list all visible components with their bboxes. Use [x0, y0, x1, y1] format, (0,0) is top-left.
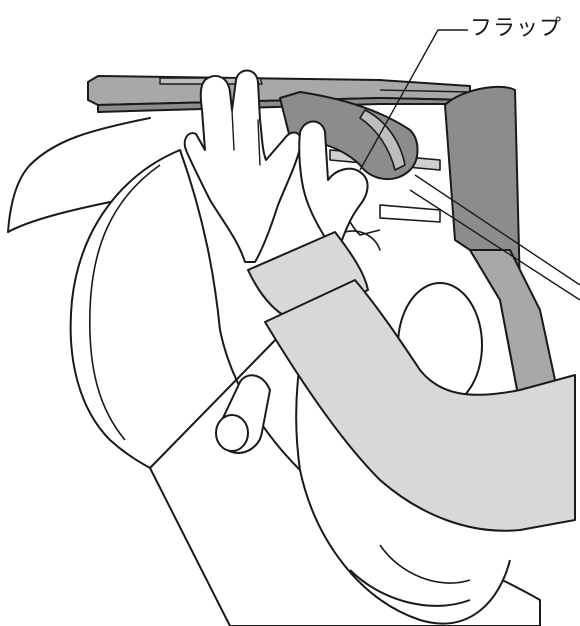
flap-callout-label: フラップ: [470, 10, 562, 42]
sun-visor: [88, 76, 470, 112]
